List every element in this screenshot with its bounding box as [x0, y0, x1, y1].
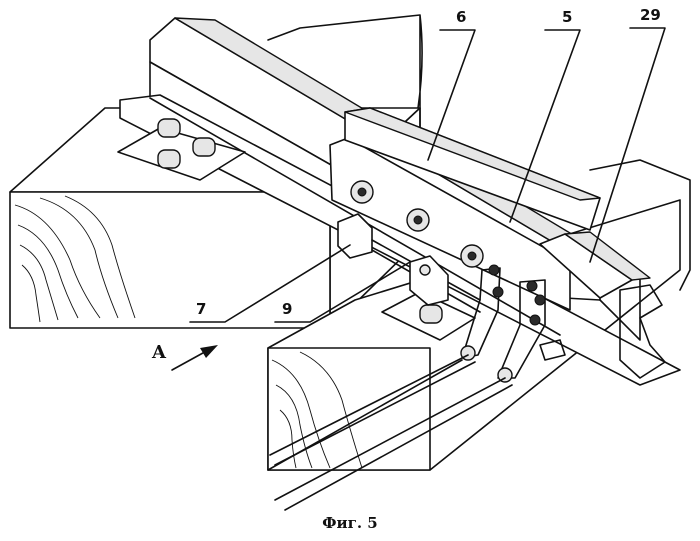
- label-5: 5: [562, 8, 573, 26]
- wedge-bar-6: [344, 107, 601, 231]
- linkage-nuts: [488, 264, 546, 326]
- side-plate-5: [329, 137, 571, 311]
- wood-grain-right: [271, 351, 363, 469]
- view-arrow-a: [171, 345, 218, 371]
- wedge-29: [539, 231, 651, 299]
- base-plate-left: [117, 118, 246, 181]
- long-rods: [267, 354, 513, 511]
- bolt-head-2: [192, 137, 216, 157]
- label-7: 7: [196, 300, 207, 318]
- label-29: 29: [640, 6, 661, 24]
- plate-nuts: [350, 180, 484, 268]
- wood-grain-left: [14, 195, 136, 323]
- bracket-9: [409, 255, 449, 306]
- bolt-head-1: [157, 118, 181, 138]
- bolt-head-3: [157, 149, 181, 169]
- label-6: 6: [456, 8, 467, 26]
- leader-lines: [189, 27, 666, 323]
- label-a: A: [152, 342, 166, 363]
- label-9: 9: [282, 300, 293, 318]
- bolt-head-4: [419, 304, 443, 324]
- figure-caption: Фиг. 5: [322, 514, 378, 532]
- ground-break-right: [589, 159, 691, 291]
